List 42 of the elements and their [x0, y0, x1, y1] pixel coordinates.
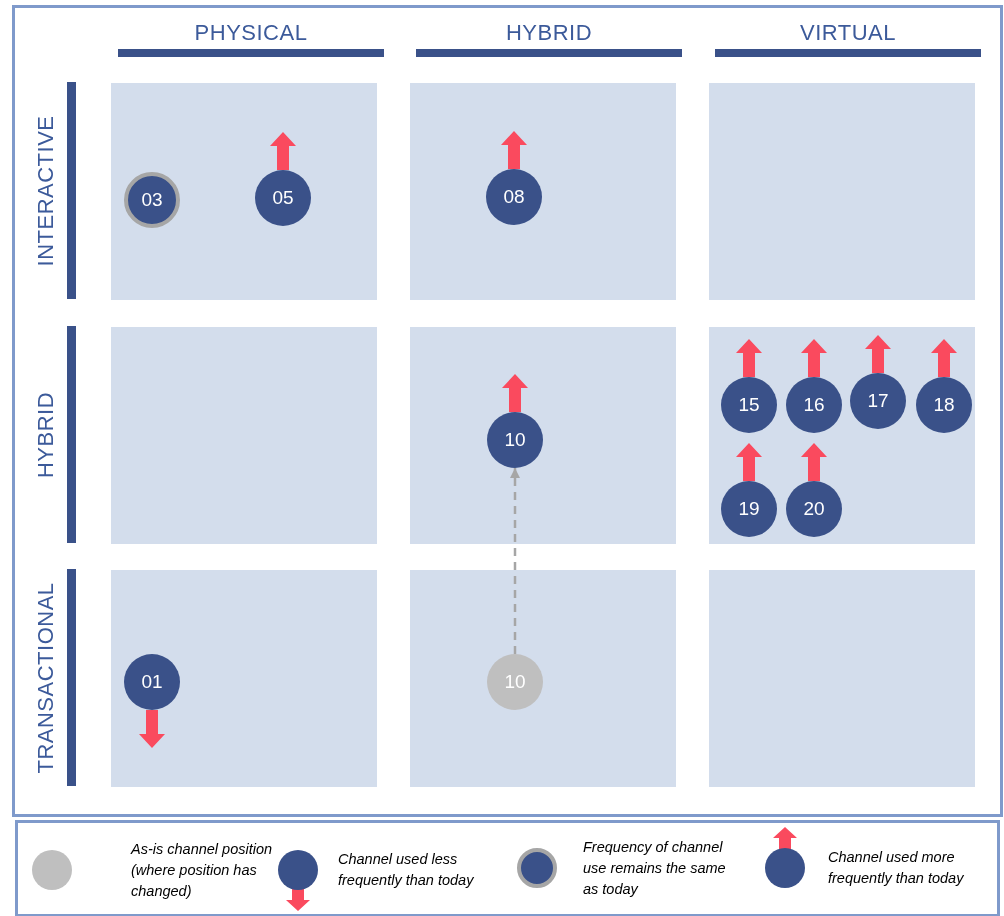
- block-arrow: [502, 374, 528, 412]
- arrow: [510, 468, 520, 654]
- channel-circle: 05: [255, 170, 311, 226]
- row-heading: INTERACTIVE: [33, 114, 59, 268]
- legend-text: Frequency of channel use remains the same as today: [583, 837, 727, 899]
- block-arrow: [801, 443, 827, 481]
- channel-circle: 19: [721, 481, 777, 537]
- block-arrow: [931, 339, 957, 377]
- matrix-cell: [410, 570, 676, 787]
- matrix-cell: [111, 570, 377, 787]
- column-heading: HYBRID: [504, 20, 594, 46]
- column-heading: VIRTUAL: [799, 20, 897, 46]
- block-arrow: [736, 443, 762, 481]
- matrix-cell: [410, 327, 676, 544]
- channel-circle: 17: [850, 373, 906, 429]
- matrix-cell: [709, 327, 975, 544]
- channel-circle: 15: [721, 377, 777, 433]
- legend-text: Channel used more frequently than today: [828, 848, 965, 888]
- channel-circle: 03: [124, 172, 180, 228]
- block-arrow: [801, 339, 827, 377]
- block-arrow: [736, 339, 762, 377]
- column-heading: PHYSICAL: [193, 20, 309, 46]
- row-heading: TRANSACTIONAL: [33, 580, 59, 776]
- block-arrow: [270, 132, 296, 170]
- matrix-cell: [709, 570, 975, 787]
- legend-text: Channel used less frequently than today: [338, 850, 475, 890]
- block-arrow: [865, 335, 891, 373]
- row-heading: HYBRID: [33, 390, 59, 480]
- channel-circle: 20: [786, 481, 842, 537]
- block-arrow: [501, 131, 527, 169]
- matrix-cell: [709, 83, 975, 300]
- channel-circle: 01: [124, 654, 180, 710]
- channel-circle: 18: [916, 377, 972, 433]
- channel-circle: 10: [487, 412, 543, 468]
- channel-circle: 08: [486, 169, 542, 225]
- matrix-cell: [111, 327, 377, 544]
- legend-text: As-is channel position (where position has changed): [131, 839, 274, 901]
- block-arrow: [139, 710, 165, 748]
- matrix-cell: [410, 83, 676, 300]
- channel-circle: 16: [786, 377, 842, 433]
- as-is-channel-circle: 10: [487, 654, 543, 710]
- matrix-cell: [111, 83, 377, 300]
